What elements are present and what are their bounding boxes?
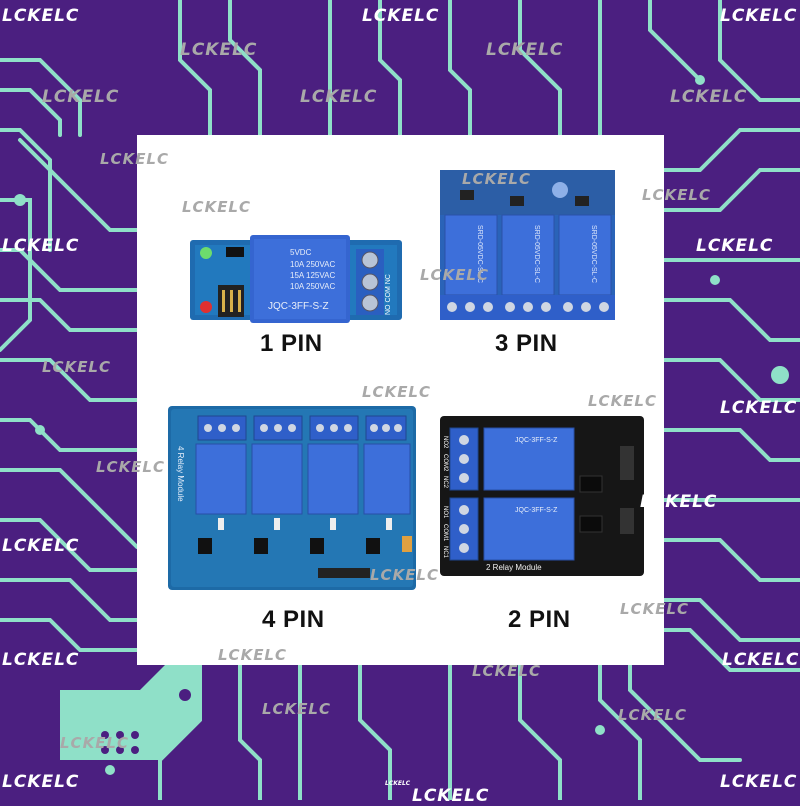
svg-text:JQC-3FF-S-Z: JQC-3FF-S-Z [515,507,558,514]
svg-text:NO1: NO1 [442,506,448,519]
watermark: LCKELC [96,458,166,476]
svg-text:15A 125VAC: 15A 125VAC [290,271,335,280]
watermark: LCKELC [640,492,718,512]
watermark: LCKELC [2,772,80,792]
watermark: LCKELC [720,6,798,26]
svg-text:4 Relay Module: 4 Relay Module [176,446,185,502]
relay-module-1-channel: 5VDC 10A 250VAC 15A 125VAC 10A 250VAC JQ… [190,235,402,323]
watermark: LCKELC [2,6,80,26]
svg-text:NC2: NC2 [442,476,448,489]
svg-text:5VDC: 5VDC [290,248,312,257]
watermark: LCKELC [2,536,80,556]
relay-module-2-channel: JQC-3FF-S-Z JQC-3FF-S-Z NO2 COM2 NC2 NO1… [440,416,644,576]
watermark: LCKELC [670,87,748,107]
watermark: LCKELC [100,150,170,168]
watermark: LCKELC [362,383,432,401]
module-label-3-pin: 3 PIN [495,330,558,357]
watermark: LCKELC [262,700,332,718]
watermark: LCKELC [180,40,258,60]
watermark: LCKELC [472,662,542,680]
svg-text:NC1: NC1 [442,546,448,559]
relay-module-4-channel: 4 Relay Module [168,406,416,590]
watermark: LCKELC [486,40,564,60]
watermark: LCKELC [2,236,80,256]
svg-text:COM2: COM2 [442,454,448,472]
module-label-1-pin: 1 PIN [260,330,323,357]
svg-text:NO2: NO2 [442,436,448,449]
svg-text:SRD-05VDC-SL-C: SRD-05VDC-SL-C [476,225,483,283]
svg-text:2 Relay Module: 2 Relay Module [486,563,542,572]
watermark: LCKELC [300,87,378,107]
watermark: LCKELC [722,650,800,670]
svg-text:SRD-05VDC-SL-C: SRD-05VDC-SL-C [590,225,597,283]
watermark: LCKELC [412,786,490,806]
svg-text:JQC-3FF-S-Z: JQC-3FF-S-Z [515,437,558,444]
svg-text:JQC-3FF-S-Z: JQC-3FF-S-Z [268,301,329,312]
watermark: LCKELC [218,646,288,664]
watermark: LCKELC [362,6,440,26]
watermark: LCKELC [42,358,112,376]
svg-text:SRD-05VDC-SL-C: SRD-05VDC-SL-C [533,225,540,283]
watermark: LCKELC [462,170,532,188]
watermark: LCKELC [642,186,712,204]
module-label-2-pin: 2 PIN [508,606,571,633]
watermark: LCKELC [385,780,411,787]
relay-module-3-channel: SRD-05VDC-SL-C SRD-05VDC-SL-C SRD-05VDC-… [440,170,615,320]
watermark: LCKELC [618,706,688,724]
watermark: LCKELC [420,266,490,284]
svg-text:COM1: COM1 [442,524,448,542]
watermark: LCKELC [696,236,774,256]
watermark: LCKELC [588,392,658,410]
module-label-4-pin: 4 PIN [262,606,325,633]
watermark: LCKELC [182,198,252,216]
svg-text:10A 250VAC: 10A 250VAC [290,282,335,291]
watermark: LCKELC [370,566,440,584]
watermark: LCKELC [42,87,120,107]
watermark: LCKELC [2,650,80,670]
svg-text:10A 250VAC: 10A 250VAC [290,260,335,269]
watermark: LCKELC [720,398,798,418]
svg-text:NO COM NC: NO COM NC [385,274,392,315]
watermark: LCKELC [620,600,690,618]
watermark: LCKELC [720,772,798,792]
watermark: LCKELC [60,734,130,752]
